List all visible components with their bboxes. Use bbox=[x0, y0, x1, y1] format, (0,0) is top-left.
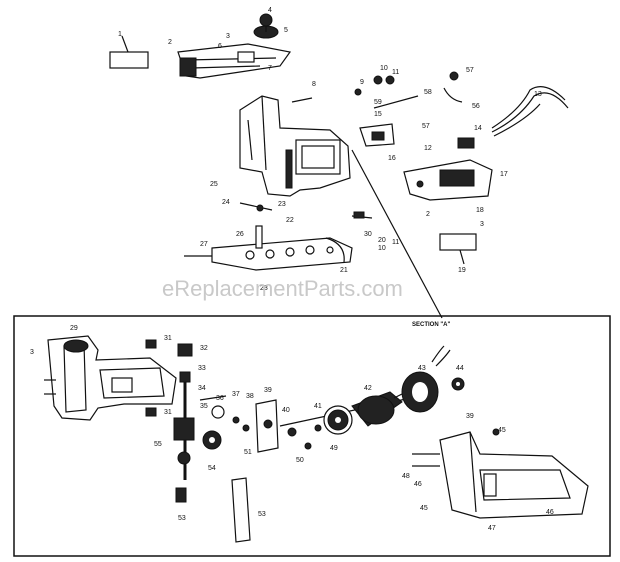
part-label: 26 bbox=[236, 231, 244, 238]
part-label: 18 bbox=[476, 207, 484, 214]
housing-right bbox=[412, 428, 589, 519]
part-label: 44 bbox=[456, 365, 464, 372]
part-label: 38 bbox=[246, 393, 254, 400]
part-label: 56 bbox=[472, 103, 480, 110]
part-label: 34 bbox=[198, 385, 206, 392]
part-label: 3 bbox=[226, 33, 230, 40]
part-label: 45 bbox=[420, 505, 428, 512]
part-label: 2 bbox=[168, 39, 172, 46]
watermark: eReplacementParts.com bbox=[162, 276, 403, 301]
callout-box-19 bbox=[439, 233, 477, 251]
section-a-frame bbox=[13, 315, 611, 557]
part-label: 20 bbox=[378, 237, 386, 244]
blade-guide bbox=[231, 477, 251, 543]
part-label: 54 bbox=[208, 465, 216, 472]
part-label: 21 bbox=[340, 267, 348, 274]
trigger-bracket bbox=[177, 43, 292, 79]
part-label: 32 bbox=[200, 345, 208, 352]
part-label: 40 bbox=[282, 407, 290, 414]
part-label: 37 bbox=[232, 391, 240, 398]
part-label: 48 bbox=[402, 473, 410, 480]
knob-part bbox=[253, 13, 279, 39]
part-label: 14 bbox=[474, 125, 482, 132]
part-label: 13 bbox=[534, 91, 542, 98]
part-label: 2 bbox=[426, 211, 430, 218]
part-label: 58 bbox=[424, 89, 432, 96]
part-label: 16 bbox=[388, 155, 396, 162]
part-label: 39 bbox=[264, 387, 272, 394]
part-label: 57 bbox=[422, 123, 430, 130]
part-label: 30 bbox=[364, 231, 372, 238]
part-label: 10 bbox=[380, 65, 388, 72]
part-label: 19 bbox=[458, 267, 466, 274]
field-coil bbox=[401, 345, 451, 413]
part-label: 9 bbox=[360, 79, 364, 86]
plunger-assembly bbox=[145, 339, 195, 503]
part-label: 59 bbox=[374, 99, 382, 106]
part-label: 57 bbox=[466, 67, 474, 74]
part-label: 8 bbox=[312, 81, 316, 88]
housing-half bbox=[44, 335, 177, 421]
part-label: 23 bbox=[278, 201, 286, 208]
part-label: 46 bbox=[414, 481, 422, 488]
armature bbox=[351, 389, 411, 427]
part-label: 17 bbox=[500, 171, 508, 178]
part-label: 41 bbox=[314, 403, 322, 410]
part-label: 33 bbox=[198, 365, 206, 372]
part-label: 3 bbox=[30, 349, 34, 356]
part-label: 28 bbox=[260, 285, 268, 292]
part-label: 5 bbox=[284, 27, 288, 34]
part-label: 47 bbox=[488, 525, 496, 532]
part-label: 27 bbox=[200, 241, 208, 248]
part-label: 42 bbox=[364, 385, 372, 392]
part-label: 25 bbox=[210, 181, 218, 188]
part-label: 6 bbox=[218, 43, 222, 50]
part-label: 31 bbox=[164, 335, 172, 342]
part-label: 51 bbox=[244, 449, 252, 456]
part-label: 15 bbox=[374, 111, 382, 118]
part-label: 50 bbox=[296, 457, 304, 464]
section-title: SECTION "A" bbox=[412, 322, 451, 328]
part-label: 7 bbox=[268, 65, 272, 72]
part-label: 11 bbox=[392, 239, 399, 246]
part-label: 43 bbox=[418, 365, 426, 372]
part-label: 45 bbox=[498, 427, 506, 434]
part-label: 22 bbox=[286, 217, 294, 224]
section-leader bbox=[351, 149, 443, 319]
part-label: 46 bbox=[546, 509, 554, 516]
part-label: 53 bbox=[178, 515, 186, 522]
part-label: 12 bbox=[424, 145, 432, 152]
label-1: 1 bbox=[118, 31, 122, 38]
part-label: 31 bbox=[164, 409, 172, 416]
part-label: 35 bbox=[200, 403, 208, 410]
base-plate bbox=[184, 237, 353, 271]
switch-plate bbox=[403, 159, 493, 201]
part-label: 24 bbox=[222, 199, 230, 206]
part-label: 39 bbox=[466, 413, 474, 420]
lower-assembly: 29 31 32 33 3 34 35 36 37 38 39 40 41 42… bbox=[30, 325, 589, 543]
part-label: 49 bbox=[330, 445, 338, 452]
part-label: 4 bbox=[268, 7, 272, 14]
gear-train bbox=[199, 395, 250, 450]
fan bbox=[323, 405, 353, 435]
upper-assembly: 1 2 3 4 5 6 7 8 9 10 11 12 13 14 15 16 1… bbox=[109, 7, 569, 292]
part-label: 55 bbox=[154, 441, 162, 448]
part-label: 53 bbox=[258, 511, 266, 518]
part-label: 3 bbox=[480, 221, 484, 228]
part-label: 10 bbox=[378, 245, 386, 252]
main-housing bbox=[239, 95, 351, 197]
callout-box-1 bbox=[109, 51, 149, 69]
part-label: 36 bbox=[216, 395, 224, 402]
part-label: 11 bbox=[392, 69, 399, 76]
part-label: 29 bbox=[70, 325, 78, 332]
power-cord bbox=[457, 86, 569, 149]
